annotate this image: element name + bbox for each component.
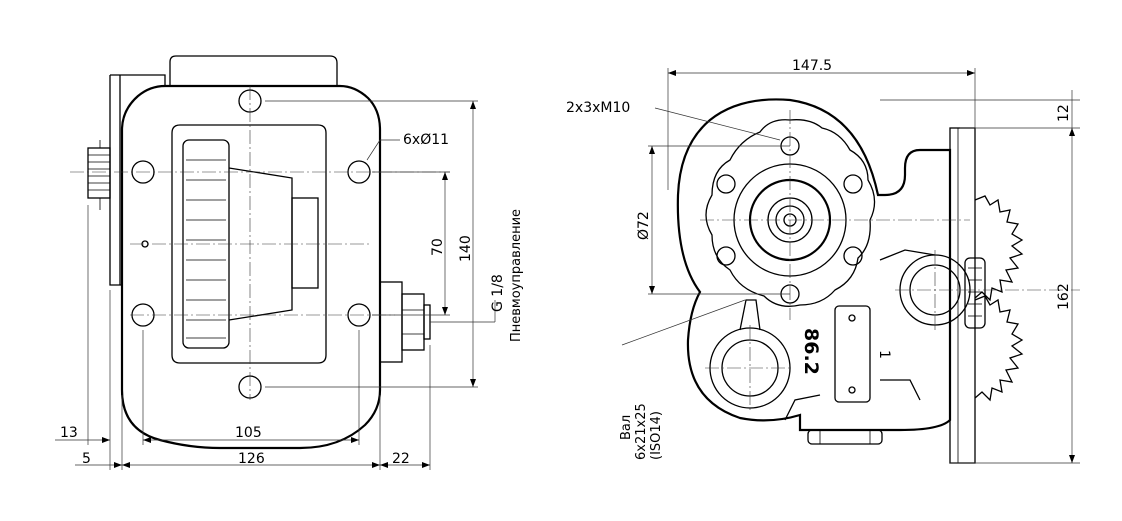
threads-label: 2x3xM10 bbox=[566, 100, 630, 116]
dim-13-label: 13 bbox=[60, 425, 78, 441]
dim-147-5-label: 147.5 bbox=[792, 58, 832, 74]
port-desc: Пневмоуправление bbox=[509, 209, 524, 342]
right-view: 147.5 2x3xM10 12 162 Ø72 86.2 1 Вал 6x21… bbox=[566, 58, 1080, 464]
shaft-line3: (ISO14) bbox=[649, 411, 664, 460]
dim-5-label: 5 bbox=[82, 451, 91, 467]
bolt-hole bbox=[347, 303, 371, 327]
plate-code: 86.2 bbox=[800, 328, 822, 375]
shaft-line2: 6x21x25 bbox=[634, 403, 649, 460]
mounting-plate bbox=[949, 127, 976, 464]
housing-outline bbox=[676, 98, 952, 432]
flange-outline bbox=[120, 84, 382, 450]
dim-72-label: Ø72 bbox=[636, 211, 652, 240]
sprocket bbox=[964, 195, 1024, 402]
flower-flange bbox=[705, 119, 876, 307]
pneumatic-port bbox=[379, 281, 431, 363]
dim-22-label: 22 bbox=[392, 451, 410, 467]
dim-70-label: 70 bbox=[430, 238, 446, 256]
dim-140-label: 140 bbox=[458, 235, 474, 262]
shaft-line1: Вал bbox=[619, 415, 634, 440]
dim-12-label: 12 bbox=[1056, 104, 1072, 122]
plate-num: 1 bbox=[876, 350, 892, 359]
left-view: 13 5 105 126 22 6xØ11 70 140 G 1/8 Пневм… bbox=[55, 55, 524, 470]
port-label: G 1/8 bbox=[490, 274, 506, 312]
spline-shaft bbox=[87, 140, 111, 210]
holes-label: 6xØ11 bbox=[403, 132, 449, 148]
dim-162-label: 162 bbox=[1056, 283, 1072, 310]
nameplate bbox=[834, 305, 871, 403]
dim-105-label: 105 bbox=[235, 425, 262, 441]
dim-126-label: 126 bbox=[238, 451, 265, 467]
